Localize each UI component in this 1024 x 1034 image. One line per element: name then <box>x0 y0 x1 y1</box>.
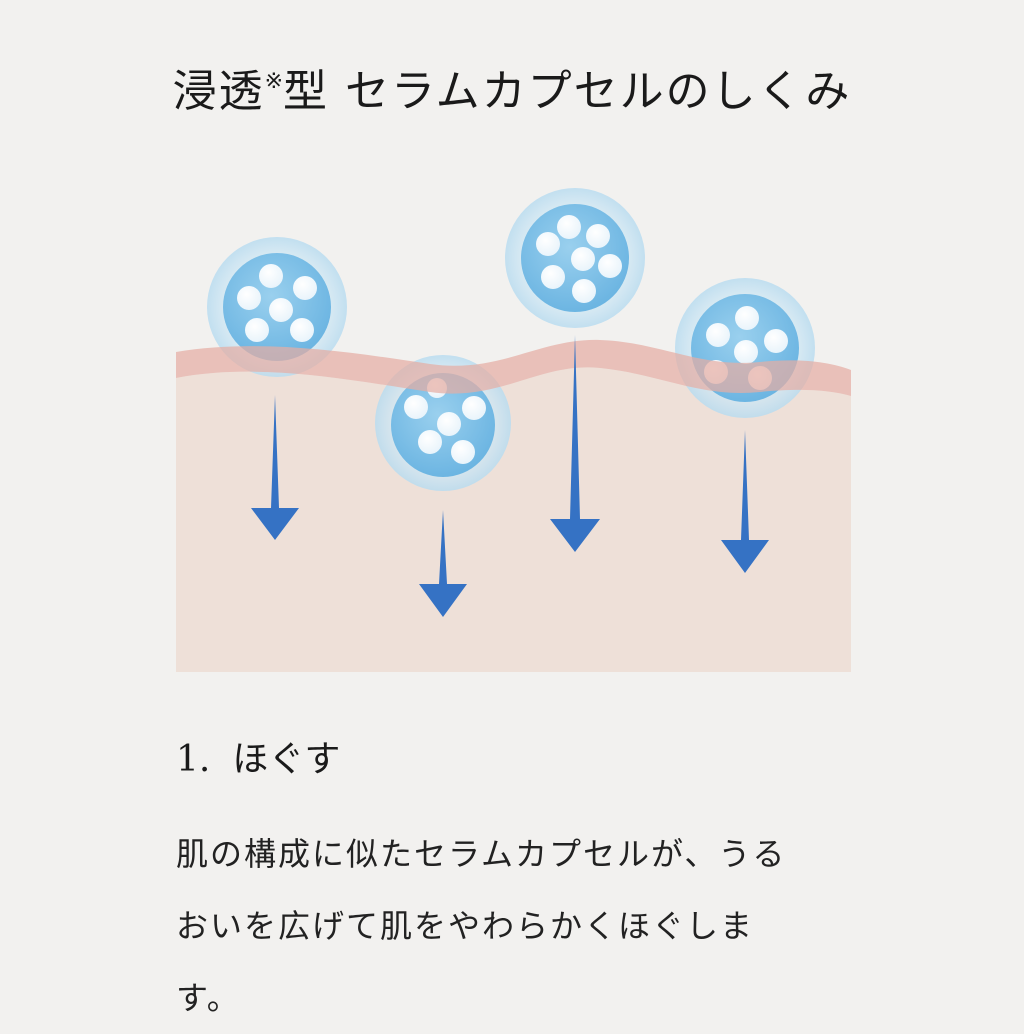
skin-inner-layer <box>176 367 851 672</box>
capsule-3 <box>505 188 645 328</box>
capsule-4 <box>675 278 815 418</box>
arrow-down-icon <box>419 510 467 617</box>
arrow-group <box>251 335 769 617</box>
skin-surface-layer <box>176 339 851 396</box>
title-suffix: 型 セラムカプセルのしくみ <box>283 66 852 117</box>
note-mark: ※ <box>264 69 283 94</box>
title-prefix: 浸透 <box>172 66 265 117</box>
section-heading: 1. ほぐす <box>176 732 340 788</box>
capsule-group <box>207 188 815 491</box>
arrow-down-icon <box>251 395 299 540</box>
section-heading-text: ほぐす <box>232 739 341 780</box>
arrow-down-icon <box>721 430 769 573</box>
capsule-1 <box>207 237 347 377</box>
arrow-down-icon <box>550 335 600 552</box>
body-line: す。 <box>176 979 241 1017</box>
serum-capsule-diagram <box>176 188 851 672</box>
body-line: 肌の構成に似たセラムカプセルが、うる <box>176 835 787 873</box>
page-title: 浸透※型 セラムカプセルのしくみ <box>0 52 1024 122</box>
body-line: おいを広げて肌をやわらかくほぐしま <box>176 907 755 945</box>
section-number: 1. <box>176 739 211 780</box>
section-body: 肌の構成に似たセラムカプセルが、うる おいを広げて肌をやわらかくほぐしま す。 <box>176 818 836 1034</box>
